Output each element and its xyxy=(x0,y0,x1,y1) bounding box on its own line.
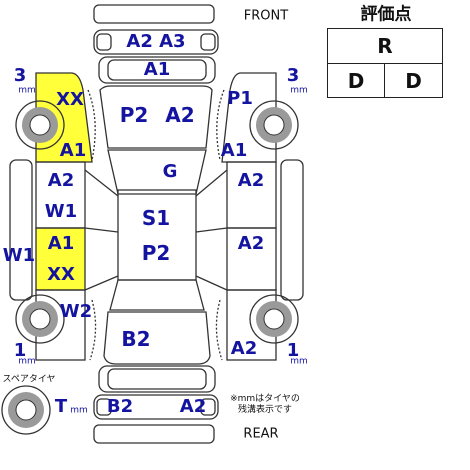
code-right-front-fender-top: P1 xyxy=(227,88,253,109)
code-left-rear-door-1: A1 xyxy=(47,233,75,254)
spare-tire-label: スペアタイヤ xyxy=(2,374,56,385)
roof xyxy=(117,189,197,281)
code-right-front-door: A2 xyxy=(237,170,265,191)
code-rear-bumper-left: B2 xyxy=(106,396,134,417)
rear-label: REAR xyxy=(243,426,279,442)
hood xyxy=(99,85,213,149)
code-grille: A1 xyxy=(143,59,171,80)
grille xyxy=(98,56,216,84)
code-left-front-fender-bottom: A1 xyxy=(59,140,87,161)
tire-front-right-unit: mm xyxy=(290,85,308,96)
grade-overall: R xyxy=(328,29,442,64)
tire-note-line1: ※mmはタイヤの xyxy=(230,394,300,404)
grade-title: 評価点 xyxy=(360,4,412,25)
code-hood-right: A2 xyxy=(165,103,195,127)
code-left-rear-fender: W2 xyxy=(59,301,93,322)
trunk xyxy=(103,311,211,365)
grade-box: R D D xyxy=(327,28,443,98)
tire-front-left-depth: 3 xyxy=(13,65,27,86)
code-left-sill: W1 xyxy=(2,245,36,266)
tire-rear-right-unit: mm xyxy=(290,356,308,367)
code-right-front-fender-bottom: A1 xyxy=(220,140,248,161)
code-right-rear-fender: A2 xyxy=(230,338,258,359)
rear-bumper xyxy=(93,394,219,420)
code-windshield: G xyxy=(162,161,178,182)
code-right-rear-door: A2 xyxy=(237,233,265,254)
tire-spare xyxy=(1,385,51,435)
spare-tire-depth: T xyxy=(54,396,68,417)
code-left-front-fender-top: XX xyxy=(56,89,84,110)
grade-exterior: D xyxy=(405,69,422,93)
tire-front-left-unit: mm xyxy=(18,85,36,96)
code-hood-left: P2 xyxy=(119,103,149,127)
windshield xyxy=(107,149,207,195)
tire-front-right-depth: 3 xyxy=(286,65,300,86)
tire-rear-right-depth: 1 xyxy=(286,340,300,361)
code-roof-2: P2 xyxy=(141,241,171,265)
left-sill xyxy=(9,159,33,301)
right-sill xyxy=(280,159,304,301)
code-left-rear-door-2: XX xyxy=(47,264,75,285)
spare-tire-unit: mm xyxy=(70,405,88,416)
code-rear-glass: B2 xyxy=(121,327,151,351)
code-left-front-door-2: W1 xyxy=(44,201,78,222)
front-bumper-top xyxy=(93,4,215,24)
tire-rear-left-unit: mm xyxy=(18,356,36,367)
code-rear-bumper-right: A2 xyxy=(179,396,207,417)
tire-rear-right xyxy=(249,294,299,344)
tire-rear-left xyxy=(15,294,65,344)
left-rear-door-highlight xyxy=(35,227,86,291)
tire-front-left xyxy=(15,100,65,150)
front-label: FRONT xyxy=(243,8,289,24)
front-bumper xyxy=(93,29,219,55)
tire-front-right xyxy=(249,100,299,150)
tire-rear-left-depth: 1 xyxy=(13,340,27,361)
tire-note: ※mmはタイヤの 残溝表示です xyxy=(230,394,300,416)
left-front-door xyxy=(35,161,86,229)
tire-note-line2: 残溝表示です xyxy=(237,405,292,415)
rear-glass xyxy=(109,279,205,311)
grade-interior: D xyxy=(328,64,385,98)
code-front-bumper: A2 A3 xyxy=(126,31,186,52)
code-left-front-door-1: A2 xyxy=(47,170,75,191)
code-roof-1: S1 xyxy=(141,206,171,230)
